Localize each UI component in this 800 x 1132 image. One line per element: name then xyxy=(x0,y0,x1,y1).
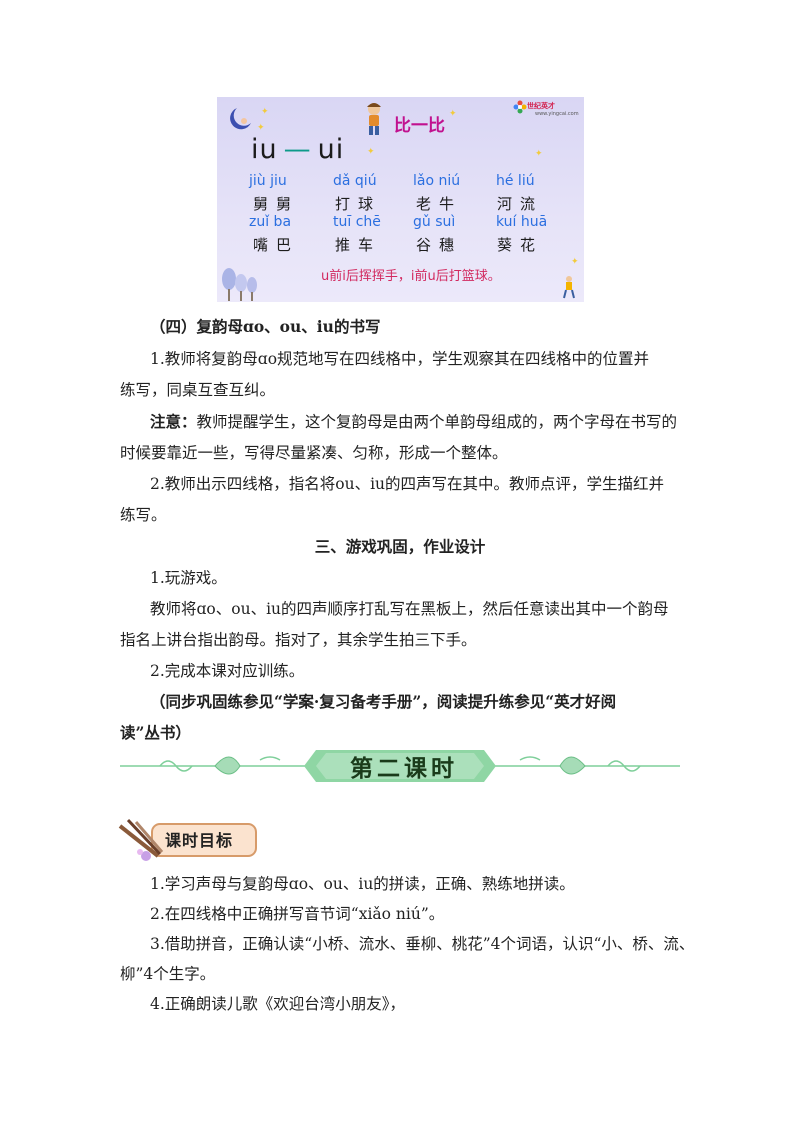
compare-right: ui xyxy=(317,134,345,165)
pinyin-word: gǔ suì xyxy=(413,214,456,230)
reference-note: 读”丛书） xyxy=(120,723,191,742)
note-paragraph: 注意：教师提醒学生，这个复韵母是由两个单韵母组成的，两个字母在书写的 xyxy=(150,412,677,432)
publisher-url: www.yingcai.com xyxy=(535,111,579,117)
paragraph-line: 1.教师将复韵母ɑo规范地写在四线格中，学生观察其在四线格中的位置并 xyxy=(150,350,650,368)
objective-item: 2.在四线格中正确拼写音节词“xiǎo niú”。 xyxy=(150,905,445,923)
compare-heading: iu—ui xyxy=(251,134,344,165)
star-icon: ✦ xyxy=(449,109,457,119)
rhyme-text: u前i后挥挥手，i前u后打篮球。 xyxy=(321,269,501,284)
hanzi-word: 河流 xyxy=(497,195,544,213)
trees-decoration-icon xyxy=(222,268,257,301)
hanzi-word: 嘴巴 xyxy=(253,236,300,254)
pinyin-word: kuí huā xyxy=(496,214,548,230)
dash-separator: — xyxy=(283,134,312,165)
star-icon: ✦ xyxy=(367,147,375,157)
hanzi-word: 舅舅 xyxy=(253,195,300,213)
lesson-banner xyxy=(120,750,680,782)
objective-item: 3.借助拼音，正确认读“小桥、流水、垂柳、桃花”4个词语，认识“小、桥、流、 xyxy=(150,935,695,953)
section-heading: 三、游戏巩固，作业设计 xyxy=(314,537,486,556)
pinyin-word: lǎo niú xyxy=(413,173,461,189)
hanzi-word: 推车 xyxy=(335,236,382,254)
note-label: 注意： xyxy=(150,412,197,431)
publisher-logo: 世纪英才 xyxy=(527,102,555,110)
objective-item: 1.学习声母与复韵母ɑo、ou、iu的拼读，正确、熟练地拼读。 xyxy=(150,875,575,893)
star-icon: ✦ xyxy=(261,107,269,117)
compare-left: iu xyxy=(251,134,278,165)
section-heading: （四）复韵母ɑo、ou、iu的书写 xyxy=(150,317,381,336)
star-icon: ✦ xyxy=(571,257,579,267)
star-icon: ✦ xyxy=(535,149,543,159)
slide-title: 比一比 xyxy=(394,116,445,136)
pinyin-word: hé liú xyxy=(496,173,535,189)
hanzi-word: 老牛 xyxy=(416,195,463,213)
paragraph-line: 教师将ɑo、ou、iu的四声顺序打乱写在黑板上，然后任意读出其中一个韵母 xyxy=(150,600,669,618)
logo-flower-icon xyxy=(513,100,527,114)
lesson-slide-image: ✦ ✦ ✦ ✦ ✦ ✦ 比一比 世纪英才 www.yingcai.com iu—… xyxy=(217,97,584,302)
hanzi-word: 打球 xyxy=(335,195,382,213)
lesson-banner-title: 第二课时 xyxy=(350,755,458,782)
reference-note: （同步巩固练参见“学案·复习备考手册”，阅读提升练参见“英才好阅 xyxy=(150,692,617,711)
running-child-icon xyxy=(563,276,575,299)
paragraph-line: 1.玩游戏。 xyxy=(150,569,227,587)
star-icon: ✦ xyxy=(257,123,265,133)
pinyin-word: dǎ qiú xyxy=(333,173,377,189)
hanzi-word: 葵花 xyxy=(497,236,544,254)
hanzi-word: 谷穗 xyxy=(416,236,463,254)
objectives-badge xyxy=(118,818,257,861)
paragraph-line: 指名上讲台指出韵母。指对了，其余学生拍三下手。 xyxy=(120,631,477,649)
paragraph-line: 2.教师出示四线格，指名将ou、iu的四声写在其中。教师点评，学生描红并 xyxy=(150,475,665,493)
pinyin-word: zuǐ ba xyxy=(249,214,292,230)
paragraph-line: 时候要靠近一些，写得尽量紧凑、匀称，形成一个整体。 xyxy=(120,444,508,462)
paragraph-line: 2.完成本课对应训练。 xyxy=(150,662,305,680)
moon-character-icon xyxy=(230,108,251,130)
boy-character-icon xyxy=(367,103,381,135)
paragraph-line: 练写，同桌互查互纠。 xyxy=(120,381,276,399)
pinyin-word: tuī chē xyxy=(333,214,381,230)
paragraph-line: 练写。 xyxy=(120,506,167,524)
pinyin-word: jiù jiu xyxy=(249,173,287,189)
objective-item: 柳”4个生字。 xyxy=(120,965,216,983)
note-text: 教师提醒学生，这个复韵母是由两个单韵母组成的，两个字母在书写的 xyxy=(196,413,678,431)
objective-item: 4.正确朗读儿歌《欢迎台湾小朋友》， xyxy=(150,995,406,1013)
objectives-badge-label: 课时目标 xyxy=(165,831,234,850)
